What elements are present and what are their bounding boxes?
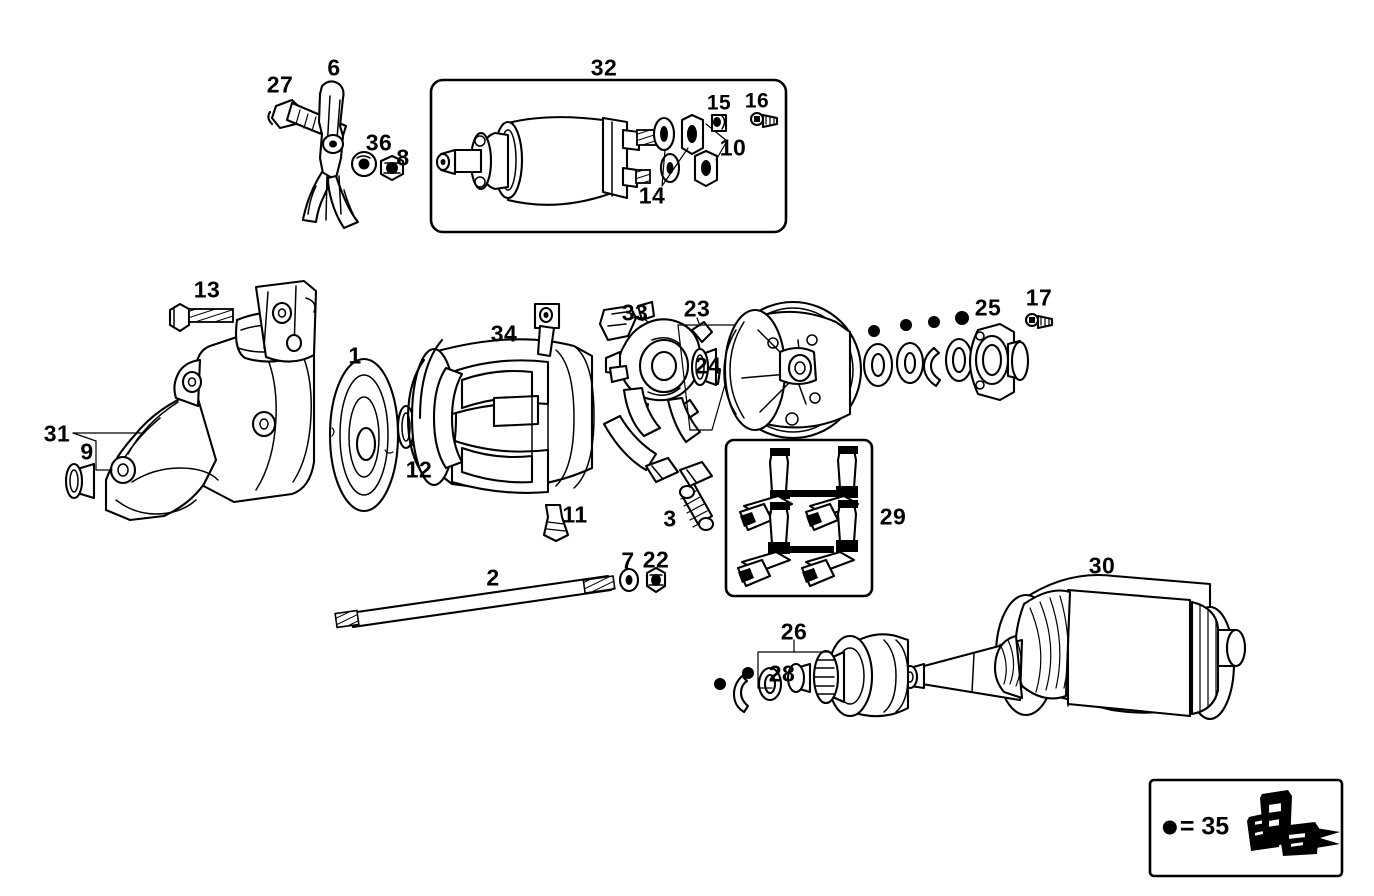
legend-filled-circle-icon [1162, 820, 1177, 834]
callout-34: 34 [490, 320, 518, 347]
part-8-hex-nut [379, 154, 405, 182]
marker-dot-35 [714, 678, 726, 690]
part-16-screw [749, 111, 779, 129]
part-6-engagement-lever [301, 80, 360, 230]
part-26-drive-pinion-assembly [714, 633, 910, 718]
callout-9: 9 [80, 438, 94, 465]
callout-13: 13 [193, 276, 221, 303]
marker-dot-35 [900, 319, 912, 331]
marker-dot-35 [868, 325, 880, 337]
callout-25: 25 [974, 294, 1002, 321]
callout-30: 30 [1088, 552, 1116, 579]
part-15-terminal-clip [710, 113, 728, 133]
callout-16: 16 [744, 89, 770, 113]
callout-17: 17 [1025, 284, 1053, 311]
callout-32: 32 [590, 54, 618, 81]
callout-1: 1 [348, 342, 362, 369]
legend-brush-icons [1247, 790, 1340, 856]
callout-6: 6 [327, 54, 341, 81]
part-9-drive-end-bushing [64, 462, 96, 500]
part-36-lock-washer [350, 150, 378, 178]
callout-15: 15 [706, 91, 732, 115]
marker-dot-35 [955, 311, 969, 325]
part-29-brush-set-box [724, 438, 874, 598]
part-17-screw [1024, 312, 1054, 330]
marker-dot-35 [928, 316, 940, 328]
callout-36: 36 [365, 129, 393, 156]
callout-2: 2 [486, 564, 500, 591]
commutator-end-bracket [723, 300, 863, 440]
part-13-housing-bolt [168, 302, 234, 333]
part-30-armature [901, 573, 1247, 721]
part-34-field-coil-stator [406, 302, 595, 494]
callout-26: 26 [780, 618, 808, 645]
callout-27: 27 [266, 71, 294, 98]
callout-31: 31 [43, 420, 71, 447]
callout-24: 24 [694, 352, 722, 379]
callout-28: 28 [768, 660, 796, 687]
callout-10: 10 [719, 134, 747, 161]
solenoid-assembly [435, 113, 728, 206]
marker-dot-35 [742, 667, 754, 679]
brush-item [800, 500, 858, 588]
callout-33: 33 [621, 299, 649, 326]
callout-8: 8 [396, 144, 410, 171]
callout-22: 22 [642, 546, 670, 573]
callout-12: 12 [405, 456, 433, 483]
callout-7: 7 [621, 547, 635, 574]
part-33-brush-holder-plate [598, 300, 722, 488]
brush-item [736, 502, 792, 588]
part-2-through-bolt [334, 574, 616, 629]
legend-equals-label: = 35 [1179, 812, 1230, 841]
part-32-solenoid-box [429, 78, 788, 234]
callout-11: 11 [562, 501, 588, 528]
legend-dot-equals-35: = 35 [1162, 812, 1230, 842]
bearing-washer-stack [862, 311, 1030, 402]
part-24-bushing [690, 347, 718, 387]
callout-29: 29 [879, 503, 907, 530]
part-22-nut [645, 566, 667, 594]
callout-14: 14 [638, 182, 666, 209]
callout-23: 23 [683, 295, 711, 322]
callout-3: 3 [663, 505, 677, 532]
part-7-washer [618, 567, 640, 593]
part-23-commutator-end-group [677, 317, 743, 431]
legend-box [1148, 778, 1344, 878]
part-3-brush-spring [678, 482, 715, 532]
part-31-drive-end-housing [72, 279, 318, 522]
part-11-rubber-plug [542, 503, 570, 543]
brush-item [738, 448, 794, 532]
part-1-end-plate-seal [328, 357, 400, 513]
